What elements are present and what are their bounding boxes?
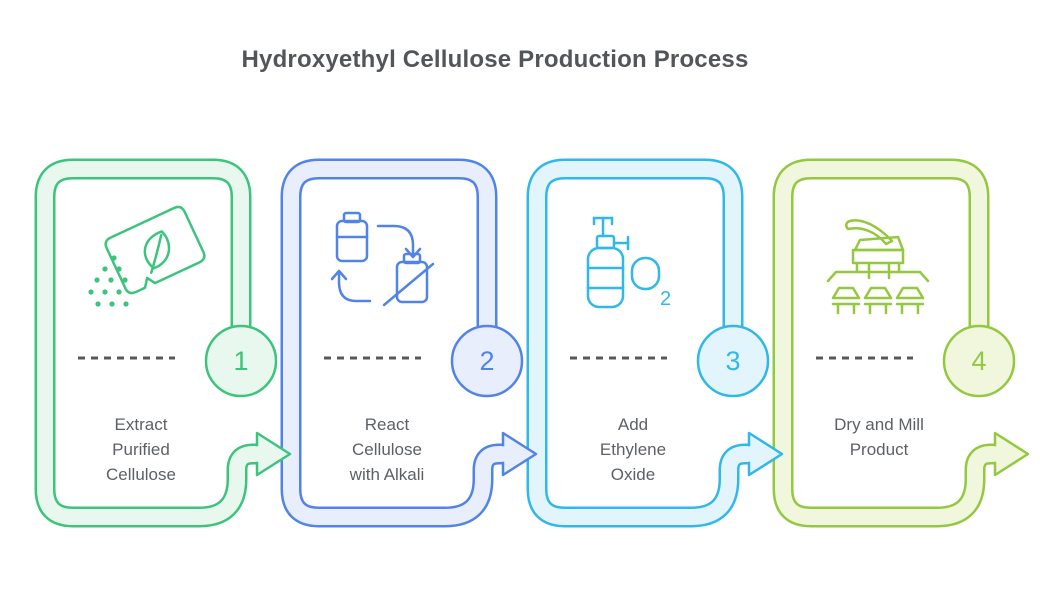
page-title: Hydroxyethyl Cellulose Production Proces… bbox=[241, 46, 749, 73]
step-2-label-line: Cellulose bbox=[352, 440, 422, 459]
step-2-tube-fill bbox=[283, 161, 503, 525]
step-4-label: Dry and Mill Product bbox=[801, 412, 957, 462]
press-mill-icon bbox=[826, 219, 930, 315]
step-1-label-line: Purified bbox=[112, 440, 170, 459]
step-2-number: 2 bbox=[479, 346, 495, 376]
step-1-number: 1 bbox=[233, 346, 249, 376]
step-1-label: Extract Purified Cellulose bbox=[63, 412, 219, 487]
step-3-number: 3 bbox=[725, 346, 741, 376]
step-4-number: 4 bbox=[971, 346, 987, 376]
step-1-label-line: Cellulose bbox=[106, 465, 176, 484]
step-4-label-line: Dry and Mill bbox=[834, 415, 924, 434]
step-3-label: Add Ethylene Oxide bbox=[555, 412, 711, 487]
step-2-card bbox=[280, 158, 524, 528]
step-1-number-circle bbox=[204, 324, 278, 398]
step-2-label: React Cellulose with Alkali bbox=[309, 412, 465, 487]
step-3-tube-fill bbox=[529, 161, 749, 525]
step-3-arrow-icon bbox=[746, 431, 784, 477]
step-4-number-circle bbox=[942, 324, 1016, 398]
step-3-label-line: Oxide bbox=[610, 465, 656, 484]
step-2-arrow-icon bbox=[500, 431, 538, 477]
step-1-arrow-icon bbox=[254, 431, 292, 477]
step-1-label-line: Extract bbox=[114, 415, 168, 434]
step-4-arrow-icon bbox=[992, 431, 1030, 477]
seed-packet-pour-icon bbox=[104, 205, 206, 295]
step-3-label-line: Ethylene bbox=[599, 440, 667, 459]
step-4-tube-fill bbox=[775, 161, 995, 525]
falling-powder-dots bbox=[88, 255, 129, 307]
step-1-card bbox=[34, 158, 278, 528]
step-3-number-circle bbox=[696, 324, 770, 398]
oxygen-cylinder-icon bbox=[586, 216, 661, 309]
step-3-card: 2 bbox=[526, 158, 770, 528]
step-2-label-line: React bbox=[364, 415, 410, 434]
step-4-card bbox=[772, 158, 1016, 528]
step-3-label-line: Add bbox=[617, 415, 649, 434]
step-2-label-line: with Alkali bbox=[349, 465, 425, 484]
o2-subscript-text: 2 bbox=[660, 288, 671, 310]
step-1-tube-fill bbox=[37, 161, 257, 525]
step-2-number-circle bbox=[450, 324, 524, 398]
step-4-label-line: Product bbox=[849, 440, 909, 459]
container-exchange-icon bbox=[330, 211, 435, 307]
